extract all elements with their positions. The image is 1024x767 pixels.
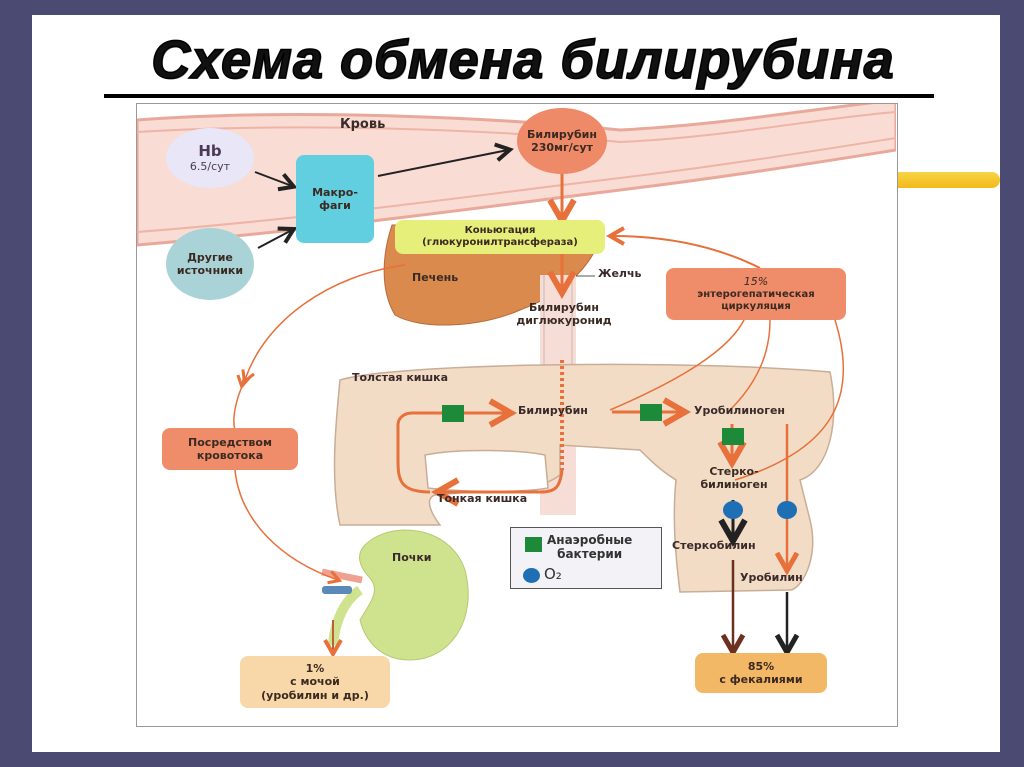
bilirubin-blood-line1: Билирубин [527, 127, 597, 141]
legend: Анаэробные бактерии O₂ [510, 527, 662, 589]
anaerobic-bacteria-swatch [525, 537, 542, 552]
large-intestine-label: Толстая кишка [352, 371, 449, 384]
feces-output-node: 85% с фекалиями [695, 653, 827, 693]
stercobilinogen-line1: Стерко- [709, 464, 759, 478]
macrophages-node: Макро- фаги [296, 155, 374, 243]
legend-bacteria-label: Анаэробные бактерии [547, 533, 632, 562]
feces-percent: 85% [747, 659, 775, 673]
stercobilin-label: Стеркобилин [672, 539, 756, 552]
enterohepatic-percent: 15% [743, 275, 769, 289]
bile-label: Желчь [598, 267, 642, 280]
renal-vein [322, 586, 352, 594]
bilirubin-blood-line2: 230мг/сут [531, 141, 593, 154]
other-sources-line2: источники [176, 264, 244, 277]
hb-node: Hb 6.5/сут [166, 128, 254, 188]
other-sources-node: Другие источники [166, 228, 254, 300]
bilirubin-diglucuronide-node: Билирубин диглюкуронид [508, 296, 620, 332]
urine-percent: 1% [305, 662, 325, 676]
stercobilinogen-node: Стерко- билиноген [684, 460, 784, 496]
small-intestine-label: Тонкая кишка [437, 492, 528, 505]
slide-title: Схема обмена билирубина [151, 29, 895, 91]
bilirubin-intestine-label: Билирубин [518, 404, 588, 417]
oxygen-marker-2 [777, 501, 797, 519]
bacteria-marker-2 [640, 404, 662, 421]
oxygen-swatch [523, 568, 540, 583]
stercobilinogen-line2: билиноген [700, 478, 768, 491]
via-blood-line2: кровотока [196, 449, 264, 462]
kidney-shape [359, 529, 469, 661]
enterohepatic-line1: энтерогепатическая [697, 288, 815, 300]
bacteria-marker-3 [722, 428, 744, 445]
highlight-stroke [896, 172, 1000, 188]
hb-value: 6.5/сут [189, 160, 231, 174]
enterohepatic-line2: циркуляция [721, 300, 791, 312]
urine-line2: (уробилин и др.) [261, 688, 369, 702]
enterohepatic-node: 15% энтерогепатическая циркуляция [666, 268, 846, 320]
macrophages-line1: Макро- [312, 185, 358, 199]
legend-bacteria-line1: Анаэробные [547, 533, 633, 547]
urobilinogen-label: Уробилиноген [694, 404, 786, 417]
via-blood-line1: Посредством [188, 435, 272, 449]
urine-line1: с мочой [290, 675, 340, 689]
kidneys-label: Почки [392, 551, 432, 564]
legend-oxygen-label: O₂ [544, 565, 562, 583]
blood-label: Кровь [340, 117, 386, 132]
legend-bacteria-line2: бактерии [557, 547, 623, 562]
small-intestine-shape [424, 449, 549, 493]
hb-title: Hb [198, 142, 222, 161]
feces-line1: с фекалиями [719, 673, 803, 686]
conjugation-line2: (глюкуронилтрансфераза) [422, 237, 578, 248]
conjugation-line1: Коньюгация [464, 225, 536, 236]
diglucuronide-line2: диглюкуронид [516, 314, 612, 327]
urine-output-node: 1% с мочой (уробилин и др.) [240, 656, 390, 708]
bilirubin-blood-node: Билирубин 230мг/сут [517, 108, 607, 174]
liver-label: Печень [412, 271, 459, 284]
bacteria-marker-1 [442, 405, 464, 422]
title-underline [104, 94, 934, 98]
diglucuronide-line1: Билирубин [529, 300, 599, 314]
macrophages-line2: фаги [319, 199, 351, 212]
urobilin-label: Уробилин [740, 571, 803, 584]
oxygen-marker-1 [723, 501, 743, 519]
via-blood-node: Посредством кровотока [162, 428, 298, 470]
other-sources-line1: Другие [187, 250, 233, 264]
conjugation-node: Коньюгация (глюкуронилтрансфераза) [395, 220, 605, 254]
